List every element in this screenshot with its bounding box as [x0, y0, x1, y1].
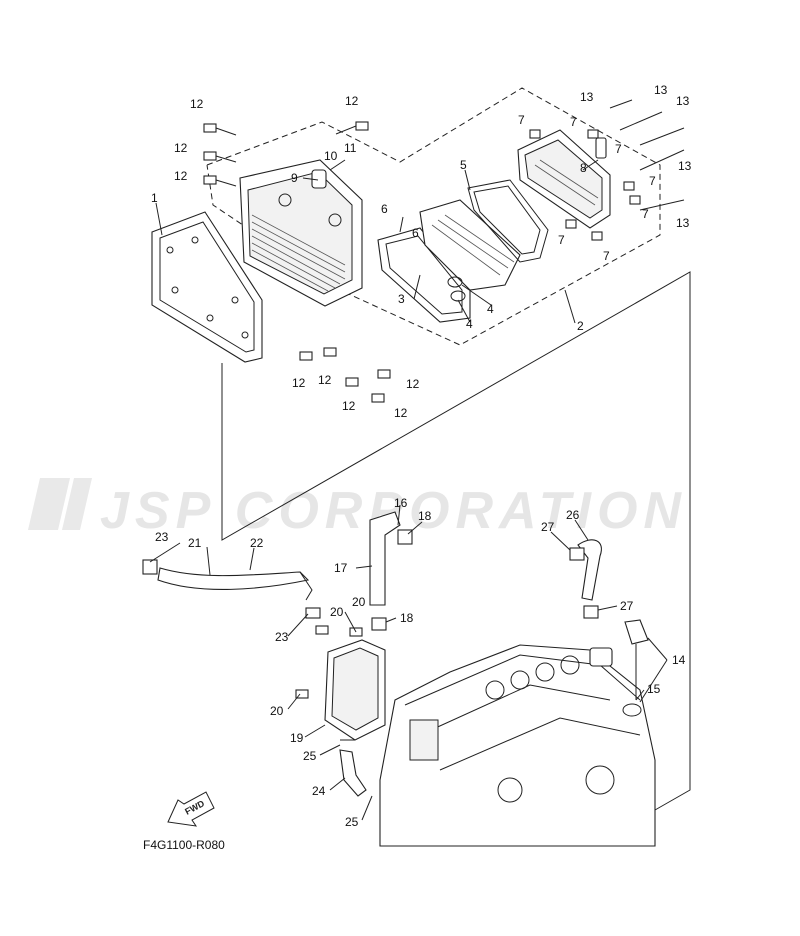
cooler-fins	[251, 214, 346, 292]
callout-13d: 13	[678, 159, 692, 173]
fwd-arrow-icon: FWD	[167, 791, 215, 827]
callout-27b: 27	[620, 599, 634, 613]
hose-part-17	[369, 511, 401, 606]
callout-12d: 12	[174, 169, 188, 183]
hose-part-24	[339, 749, 367, 797]
callout-2: 2	[577, 319, 584, 333]
heat-exchanger-plate	[419, 199, 521, 291]
callout-17: 17	[334, 561, 348, 575]
callout-18a: 18	[418, 509, 432, 523]
clamp-part-27	[569, 547, 599, 619]
callout-12f: 12	[318, 373, 332, 387]
callout-21: 21	[188, 536, 202, 550]
callout-27a: 27	[541, 520, 555, 534]
watermark-text: JSP CORPORATION	[100, 482, 687, 540]
callout-19: 19	[290, 731, 304, 745]
gasket-part-1	[151, 211, 263, 363]
callout-labels: 1 2 3 4 4 5 6 6 7 7 7 7 7 7 7 8 9 10 11 …	[151, 83, 692, 829]
gasket-part-3	[377, 227, 471, 323]
callout-14: 14	[672, 653, 686, 667]
callout-23b: 23	[275, 630, 289, 644]
callout-12c: 12	[174, 141, 188, 155]
callout-11: 11	[344, 141, 357, 155]
callout-4b: 4	[487, 302, 494, 316]
diagram-code: F4G1100-R080	[143, 838, 225, 852]
dipstick-part-14-15	[622, 619, 649, 717]
callout-23a: 23	[155, 530, 169, 544]
oil-cooler-cover	[239, 159, 363, 307]
bolts	[203, 99, 685, 403]
oil-separator-part-19	[324, 639, 386, 741]
callout-20b: 20	[330, 605, 344, 619]
callout-7b: 7	[570, 115, 577, 129]
callout-12e: 12	[292, 376, 306, 390]
callout-6a: 6	[381, 202, 388, 216]
callout-13b: 13	[654, 83, 668, 97]
callout-13c: 13	[676, 94, 690, 108]
callout-13e: 13	[676, 216, 690, 230]
callout-7g: 7	[603, 249, 610, 263]
callout-10: 10	[324, 149, 338, 163]
clamp-part-23	[142, 559, 321, 619]
callout-20a: 20	[352, 595, 366, 609]
callout-4a: 4	[466, 317, 473, 331]
callout-5: 5	[460, 158, 467, 172]
callout-16: 16	[394, 496, 408, 510]
callout-7f: 7	[558, 233, 565, 247]
callout-7e: 7	[642, 207, 649, 221]
callout-18b: 18	[400, 611, 414, 625]
callout-12h: 12	[406, 377, 420, 391]
callout-8: 8	[580, 161, 587, 175]
callout-25a: 25	[303, 749, 317, 763]
callout-13a: 13	[580, 90, 594, 104]
callout-20c: 20	[270, 704, 284, 718]
callout-26: 26	[566, 508, 580, 522]
callout-15: 15	[647, 682, 661, 696]
hose-part-26	[577, 539, 602, 601]
callout-3: 3	[398, 292, 405, 306]
callout-1: 1	[151, 191, 158, 205]
callout-22: 22	[250, 536, 264, 550]
callout-7c: 7	[615, 142, 622, 156]
callout-12g: 12	[342, 399, 356, 413]
callout-6b: 6	[412, 226, 419, 240]
gasket-part-5	[467, 179, 549, 263]
callout-9: 9	[291, 171, 298, 185]
callout-12i: 12	[394, 406, 408, 420]
hose-part-21-22	[157, 567, 313, 601]
watermark-logo: JSP CORPORATION	[28, 478, 687, 540]
leader-lines	[149, 159, 668, 821]
callout-7d: 7	[649, 174, 656, 188]
upper-cover-right	[517, 129, 611, 229]
callout-12a: 12	[190, 97, 204, 111]
assembly-frame-line	[221, 271, 691, 811]
callout-24: 24	[312, 784, 326, 798]
callout-25b: 25	[345, 815, 359, 829]
callout-12b: 12	[345, 94, 359, 108]
engine-block	[379, 644, 656, 847]
callout-7a: 7	[518, 113, 525, 127]
